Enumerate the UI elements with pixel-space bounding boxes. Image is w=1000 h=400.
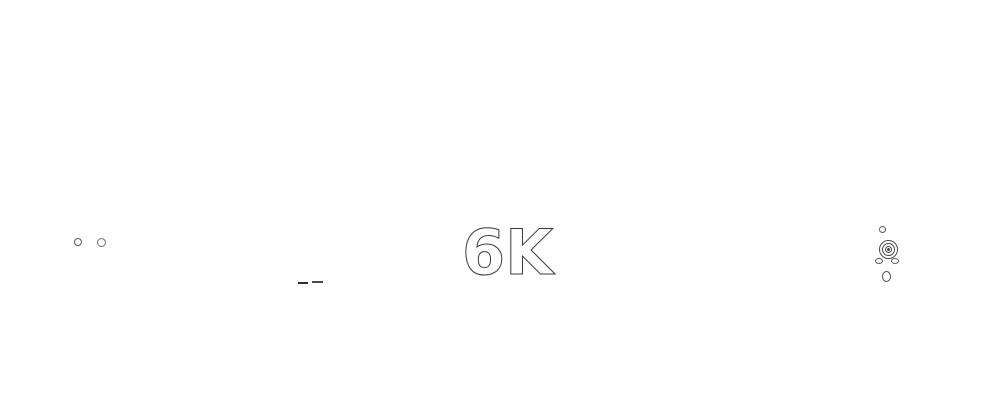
cluster-top-marker	[879, 226, 886, 233]
left-marker-1	[74, 238, 82, 246]
big-value-text: 6K	[462, 216, 554, 289]
cluster-target-marker	[879, 240, 898, 259]
dash-2	[312, 281, 323, 283]
cluster-pair-right	[891, 258, 899, 264]
cluster-bottom-marker	[882, 271, 891, 282]
dash-1	[298, 282, 308, 284]
target-ring-inner	[885, 246, 892, 253]
cluster-pair-left	[875, 258, 883, 264]
target-ring-outer	[879, 240, 898, 259]
left-marker-2	[97, 238, 106, 247]
target-ring-core	[887, 248, 890, 251]
target-ring-mid	[882, 243, 895, 256]
